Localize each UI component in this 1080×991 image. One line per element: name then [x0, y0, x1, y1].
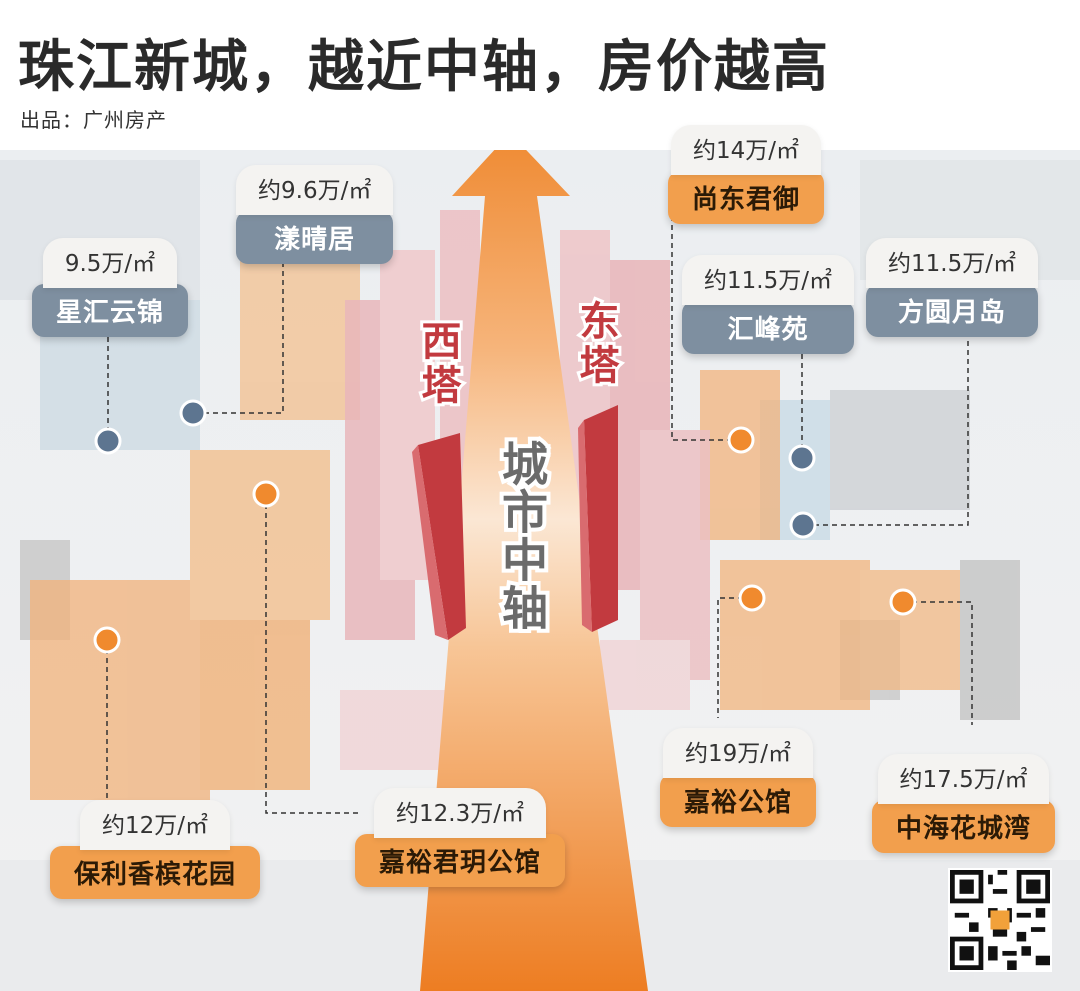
- header: 珠江新城，越近中轴，房价越高 出品：广州房产: [0, 0, 1080, 150]
- tag-jiayu: 约19万/㎡ 嘉裕公馆: [660, 728, 817, 827]
- west-tower-label: 西塔: [415, 320, 462, 408]
- axis-label: 城市中轴: [495, 440, 549, 632]
- marker-huifeng-upper: [788, 444, 816, 472]
- tag-junyue: 约12.3万/㎡ 嘉裕君玥公馆: [355, 788, 566, 887]
- east-tower-label: 东塔: [573, 300, 620, 388]
- property-name: 嘉裕君玥公馆: [355, 834, 566, 887]
- price-text: 约11.5万/㎡: [682, 255, 854, 305]
- city-axis-arrow: [420, 150, 648, 991]
- price-text: 约12.3万/㎡: [374, 788, 546, 838]
- marker-jiayu: [738, 584, 766, 612]
- price-text: 约19万/㎡: [663, 728, 814, 778]
- marker-fangyuan: [789, 511, 817, 539]
- marker-poly: [93, 626, 121, 654]
- tag-poly: 约12万/㎡ 保利香槟花园: [50, 800, 261, 899]
- tag-yangqing: 约9.6万/㎡ 漾晴居: [236, 165, 394, 264]
- marker-yangqing: [179, 399, 207, 427]
- east-tower: [578, 405, 618, 632]
- tag-fangyuan: 约11.5万/㎡ 方圆月岛: [866, 238, 1038, 337]
- property-name: 尚东君御: [668, 171, 825, 224]
- property-name: 中海花城湾: [872, 800, 1056, 853]
- property-name: 嘉裕公馆: [660, 774, 817, 827]
- marker-zhonghai: [889, 588, 917, 616]
- price-text: 约9.6万/㎡: [236, 165, 394, 215]
- orange-district-buildings: [30, 260, 960, 800]
- marker-shangdong: [727, 426, 755, 454]
- price-text: 约17.5万/㎡: [877, 754, 1050, 804]
- tag-shangdong: 约14万/㎡ 尚东君御: [668, 125, 825, 224]
- marker-junyue: [252, 480, 280, 508]
- price-text: 9.5万/㎡: [42, 238, 178, 288]
- credit-line: 出品：广州房产: [20, 108, 167, 132]
- property-markers: [93, 399, 917, 654]
- tag-huifeng: 约11.5万/㎡ 汇峰苑: [682, 255, 854, 354]
- page-title: 珠江新城，越近中轴，房价越高: [18, 34, 830, 100]
- property-name: 漾晴居: [236, 211, 394, 264]
- property-name: 保利香槟花园: [50, 846, 261, 899]
- property-name: 汇峰苑: [682, 301, 854, 354]
- qr-code-image: [948, 868, 1052, 972]
- price-text: 约12万/㎡: [80, 800, 231, 850]
- price-text: 约11.5万/㎡: [866, 238, 1038, 288]
- price-text: 约14万/㎡: [671, 125, 822, 175]
- marker-xinghui: [94, 427, 122, 455]
- tag-xinghui: 9.5万/㎡ 星汇云锦: [32, 238, 189, 337]
- cbd-towers: [340, 210, 710, 770]
- property-name: 方圆月岛: [866, 284, 1038, 337]
- property-name: 星汇云锦: [32, 284, 189, 337]
- tag-zhonghai: 约17.5万/㎡ 中海花城湾: [872, 754, 1056, 853]
- west-tower: [412, 433, 466, 640]
